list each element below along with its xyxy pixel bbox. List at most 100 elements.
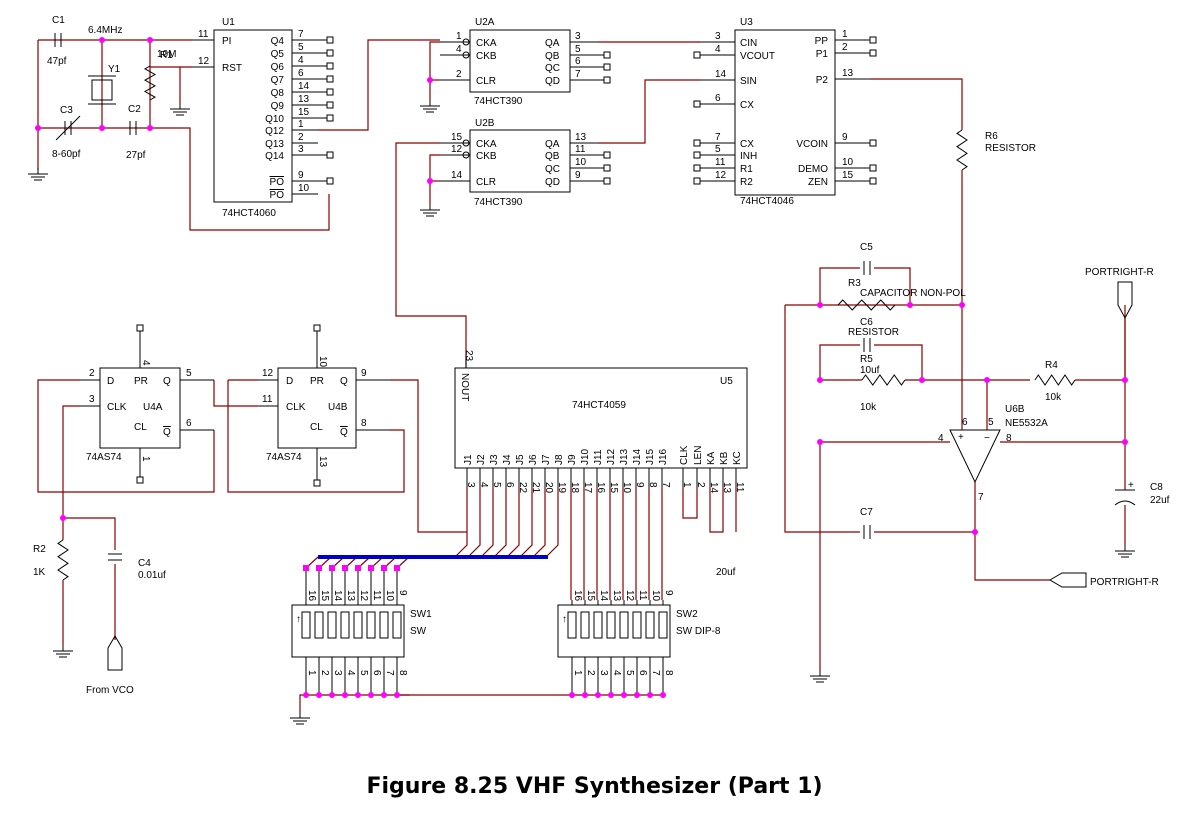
sw1-switch-slot <box>392 611 402 639</box>
sw2-ref: SW2 <box>676 609 698 620</box>
u3-pin-name: P2 <box>816 75 829 86</box>
u1-pin-name: Q7 <box>271 75 285 86</box>
unconnected-pin-box <box>603 164 611 172</box>
u5-pin-name: J7 <box>541 454 552 465</box>
sw2-pin-num: 5 <box>624 670 635 676</box>
junction-dot <box>972 529 978 535</box>
u5-pin-num: 3 <box>465 482 476 488</box>
junction-dot <box>316 692 322 698</box>
wire <box>454 488 468 558</box>
u1-pin-num: 4 <box>298 55 304 66</box>
u2b-pin-num: 11 <box>575 144 586 155</box>
u6b-pin-6: 6 <box>962 417 968 428</box>
sw1-switch-slot <box>379 611 389 639</box>
r6-resistor <box>956 129 968 171</box>
c6-ref: C6 <box>860 317 873 328</box>
u5-pin-name: J14 <box>632 448 643 465</box>
u2b-pin-name: CKB <box>476 151 497 162</box>
u1-pin-num: 10 <box>298 183 310 194</box>
u3-pin-name: VCOIN <box>796 139 828 150</box>
u5-pin-name: CLK <box>679 445 690 465</box>
sw2-switch-slot <box>593 611 603 639</box>
u3-pin-name: VCOUT <box>740 51 775 62</box>
wire <box>545 488 559 558</box>
u5-part: 74HCT4059 <box>572 400 626 411</box>
u4b-pin-name: PR <box>310 376 324 387</box>
junction-dot <box>984 377 990 383</box>
u3-pin-num: 3 <box>715 31 721 42</box>
u5-pin-name: KB <box>719 451 730 465</box>
unconnected-pin-box <box>326 151 334 159</box>
junction-dot <box>368 692 374 698</box>
u1-pin-num: 14 <box>298 81 310 92</box>
u4b-pin-num: 13 <box>317 456 328 468</box>
u3-pin-num: 12 <box>715 170 727 181</box>
unconnected-pin-box <box>869 49 877 57</box>
u1-pin-num: 11 <box>198 29 209 40</box>
u6b-minus-sign: − <box>984 433 990 444</box>
junction-dot <box>342 692 348 698</box>
u1-pin-name: Q9 <box>271 101 285 112</box>
unconnected-pin-box <box>693 151 701 159</box>
c8-capacitor <box>1114 500 1136 506</box>
port-right-top <box>1117 281 1133 320</box>
u6b-opamp <box>949 429 1001 484</box>
c8-ref: C8 <box>1150 482 1163 493</box>
u5-pin-name: J10 <box>580 448 591 465</box>
u3-pin-num: 1 <box>842 29 848 40</box>
unconnected-pin-box <box>603 177 611 185</box>
u2a-pin-num: 7 <box>575 69 581 80</box>
u2b-pin-num: 13 <box>575 132 587 143</box>
unconnected-pin-box <box>603 151 611 159</box>
u4a-pin-name: PR <box>134 376 148 387</box>
u2b-pin-name: CLR <box>476 177 496 188</box>
u1-pin-name: RST <box>222 63 242 74</box>
u5-pin-num: 6 <box>504 482 515 488</box>
r6-ref: R6 <box>985 131 998 142</box>
junction-dot <box>660 692 666 698</box>
unconnected-pin-box <box>326 36 334 44</box>
junction-dot <box>427 77 433 83</box>
sw2-dip-switch <box>557 604 671 658</box>
u4b-pin-name: D <box>286 376 293 387</box>
u2a-part: 74HCT390 <box>474 96 523 107</box>
unconnected-pin-box <box>693 100 701 108</box>
c8-value: 22uf <box>1150 495 1170 506</box>
u5-pin-num: 18 <box>569 482 580 494</box>
r4-ref: R4 <box>1045 360 1058 371</box>
u5-pin-num: 8 <box>647 482 658 488</box>
junction-dot <box>60 515 66 521</box>
unconnected-pin-box <box>869 164 877 172</box>
u3-part: 74HCT4046 <box>740 196 794 207</box>
u4a-pin-num: 1 <box>140 456 151 462</box>
u4b-pin-name: CLK <box>286 402 306 413</box>
u5-pin-name: LEN <box>693 446 704 465</box>
u1-pin-num: 9 <box>298 170 304 181</box>
unconnected-pin-box <box>693 51 701 59</box>
u3-pin-name: CX <box>740 139 754 150</box>
u2a-pin-num: 6 <box>575 56 581 67</box>
c5-ref: C5 <box>860 242 873 253</box>
sw1-pin-dot <box>342 565 348 571</box>
u5-pin-num: 20 <box>543 482 554 494</box>
wire <box>150 127 330 231</box>
u4a-pin-num: 3 <box>89 394 95 405</box>
sw2-pin-num: 10 <box>650 590 661 602</box>
sw1-pin-num: 15 <box>319 590 330 602</box>
u1-part: 74HCT4060 <box>222 208 276 219</box>
u2a-inv-bubble <box>462 51 470 59</box>
sw1-pin-num: 10 <box>384 590 395 602</box>
u3-pin-name: SIN <box>740 76 757 87</box>
c8-polarity: + <box>1128 480 1134 491</box>
u4b-pin-num: 9 <box>361 368 367 379</box>
unconnected-pin-box <box>326 114 334 122</box>
u5-pin-num: 7 <box>660 482 671 488</box>
u6b-ref: U6B <box>1005 404 1025 415</box>
unconnected-pin-box <box>136 476 144 484</box>
unconnected-pin-box <box>603 63 611 71</box>
u3-pin-num: 5 <box>715 144 721 155</box>
r5-value: 10k <box>860 402 877 413</box>
u2a-inv-bubble <box>462 38 470 46</box>
u1-pin-name: Q5 <box>271 49 285 60</box>
sw1-pin-dot <box>394 565 400 571</box>
